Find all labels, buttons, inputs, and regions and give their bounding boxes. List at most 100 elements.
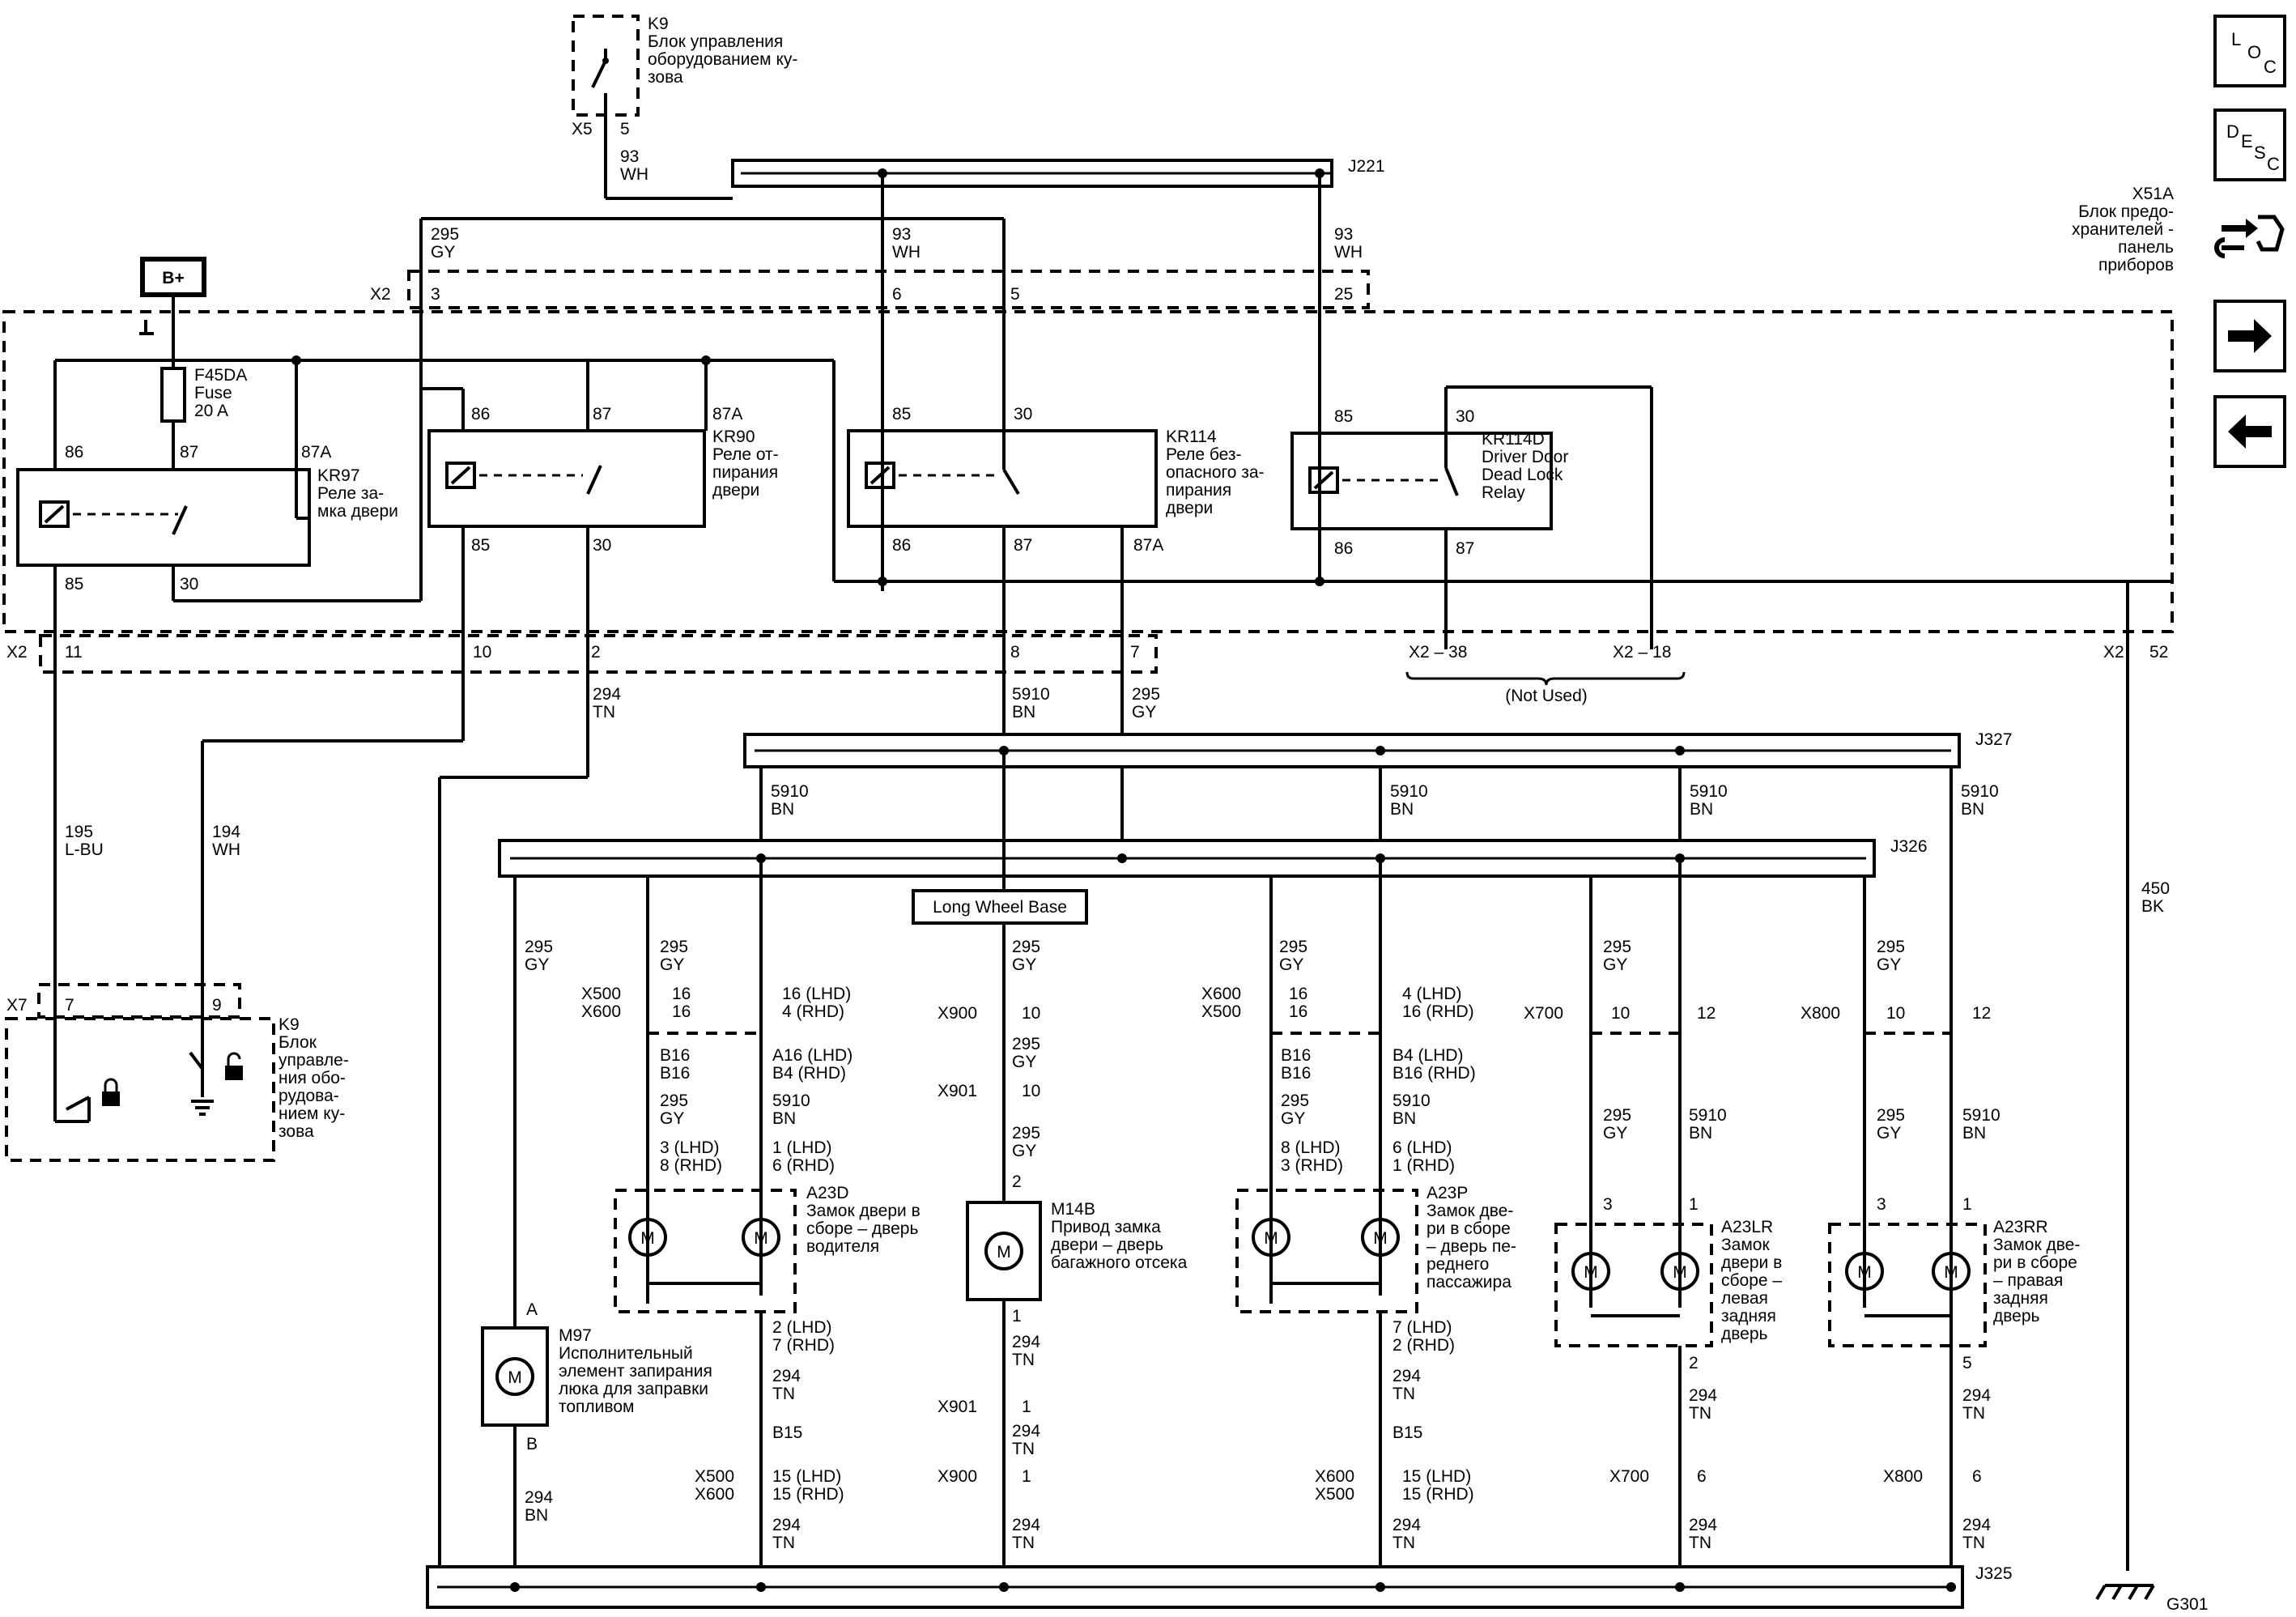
svg-text:2 (LHD)7 (RHD): 2 (LHD)7 (RHD): [772, 1318, 835, 1355]
svg-text:86: 86: [892, 536, 911, 555]
svg-text:6: 6: [1697, 1467, 1707, 1486]
svg-text:6: 6: [1972, 1467, 1982, 1486]
svg-text:8: 8: [1010, 643, 1020, 662]
k9-top-conn: X5: [572, 120, 593, 138]
unlock-icon: [225, 1066, 243, 1080]
svg-text:X2: X2: [2103, 643, 2124, 662]
svg-text:87A: 87A: [712, 405, 742, 423]
relay-kr90-id: KR90: [712, 428, 755, 446]
svg-text:87A: 87A: [1133, 536, 1163, 555]
fuel-door-actuator: [481, 1326, 549, 1427]
svg-text:85: 85: [65, 575, 83, 594]
trunk-lock-actuator: [966, 1201, 1042, 1301]
svg-text:A16 (LHD)B4 (RHD): A16 (LHD)B4 (RHD): [772, 1046, 852, 1083]
connector-x7: [37, 983, 241, 1019]
svg-text:6 (LHD)1 (RHD): 6 (LHD)1 (RHD): [1392, 1138, 1455, 1175]
x51a-id: X51A: [2132, 185, 2174, 203]
svg-text:5: 5: [1962, 1354, 1972, 1372]
previous-page-button[interactable]: [2213, 395, 2286, 468]
svg-text:1: 1: [1962, 1195, 1972, 1214]
next-page-button[interactable]: [2213, 300, 2286, 372]
svg-text:85: 85: [1334, 407, 1353, 426]
relay-kr114-id: KR114: [1166, 428, 1217, 446]
svg-text:16 (LHD)4 (RHD): 16 (LHD)4 (RHD): [782, 985, 851, 1021]
svg-text:M: M: [1584, 1263, 1598, 1282]
svg-text:M: M: [1264, 1229, 1278, 1248]
svg-text:B15: B15: [772, 1423, 802, 1442]
location-button[interactable]: L O C: [2213, 15, 2286, 87]
svg-text:87: 87: [593, 405, 611, 423]
svg-text:X700: X700: [1609, 1467, 1649, 1486]
svg-text:1: 1: [1689, 1195, 1699, 1214]
door-lock-right-rear: [1828, 1223, 1987, 1347]
relay-kr114d: [1290, 432, 1553, 530]
svg-text:15 (LHD)15 (RHD): 15 (LHD)15 (RHD): [772, 1467, 844, 1504]
svg-text:X2 – 18: X2 – 18: [1613, 643, 1671, 662]
door-lock-passenger-id: A23P: [1426, 1184, 1468, 1202]
svg-text:3: 3: [1603, 1195, 1613, 1214]
svg-text:M: M: [1857, 1263, 1872, 1282]
svg-text:30: 30: [593, 536, 611, 555]
svg-text:7 (LHD)2 (RHD): 7 (LHD)2 (RHD): [1392, 1318, 1455, 1355]
svg-text:6: 6: [892, 285, 902, 304]
description-button[interactable]: D E S C: [2213, 109, 2286, 181]
svg-text:A: A: [526, 1300, 538, 1319]
door-lock-right-rear-id: A23RR: [1993, 1218, 2048, 1236]
svg-text:B4 (LHD)B16 (RHD): B4 (LHD)B16 (RHD): [1392, 1046, 1476, 1083]
svg-text:86: 86: [1334, 539, 1353, 558]
svg-text:X700: X700: [1524, 1004, 1563, 1023]
svg-text:30: 30: [180, 575, 198, 594]
svg-text:3: 3: [431, 285, 440, 304]
svg-text:M: M: [1944, 1263, 1958, 1282]
svg-text:G301: G301: [2166, 1595, 2208, 1614]
svg-text:X900: X900: [938, 1004, 977, 1023]
svg-text:5: 5: [620, 120, 630, 138]
relay-kr97-id: KR97: [317, 466, 360, 485]
connector-x2-top: [407, 270, 1370, 309]
svg-text:X7: X7: [6, 996, 28, 1015]
svg-text:X2: X2: [370, 285, 391, 304]
door-lock-left-rear: [1554, 1223, 1713, 1347]
svg-text:10: 10: [1611, 1004, 1630, 1023]
connector-tool-button[interactable]: [2213, 201, 2286, 274]
k9-bottom-id: K9: [278, 1015, 300, 1034]
svg-text:M: M: [754, 1229, 768, 1248]
svg-text:M: M: [1673, 1263, 1687, 1282]
connector-wrench-icon: [2214, 215, 2285, 258]
door-lock-left-rear-id: A23LR: [1721, 1218, 1773, 1236]
svg-text:1: 1: [1022, 1398, 1031, 1416]
svg-text:B15: B15: [1392, 1423, 1422, 1442]
lock-icon: [102, 1091, 120, 1106]
